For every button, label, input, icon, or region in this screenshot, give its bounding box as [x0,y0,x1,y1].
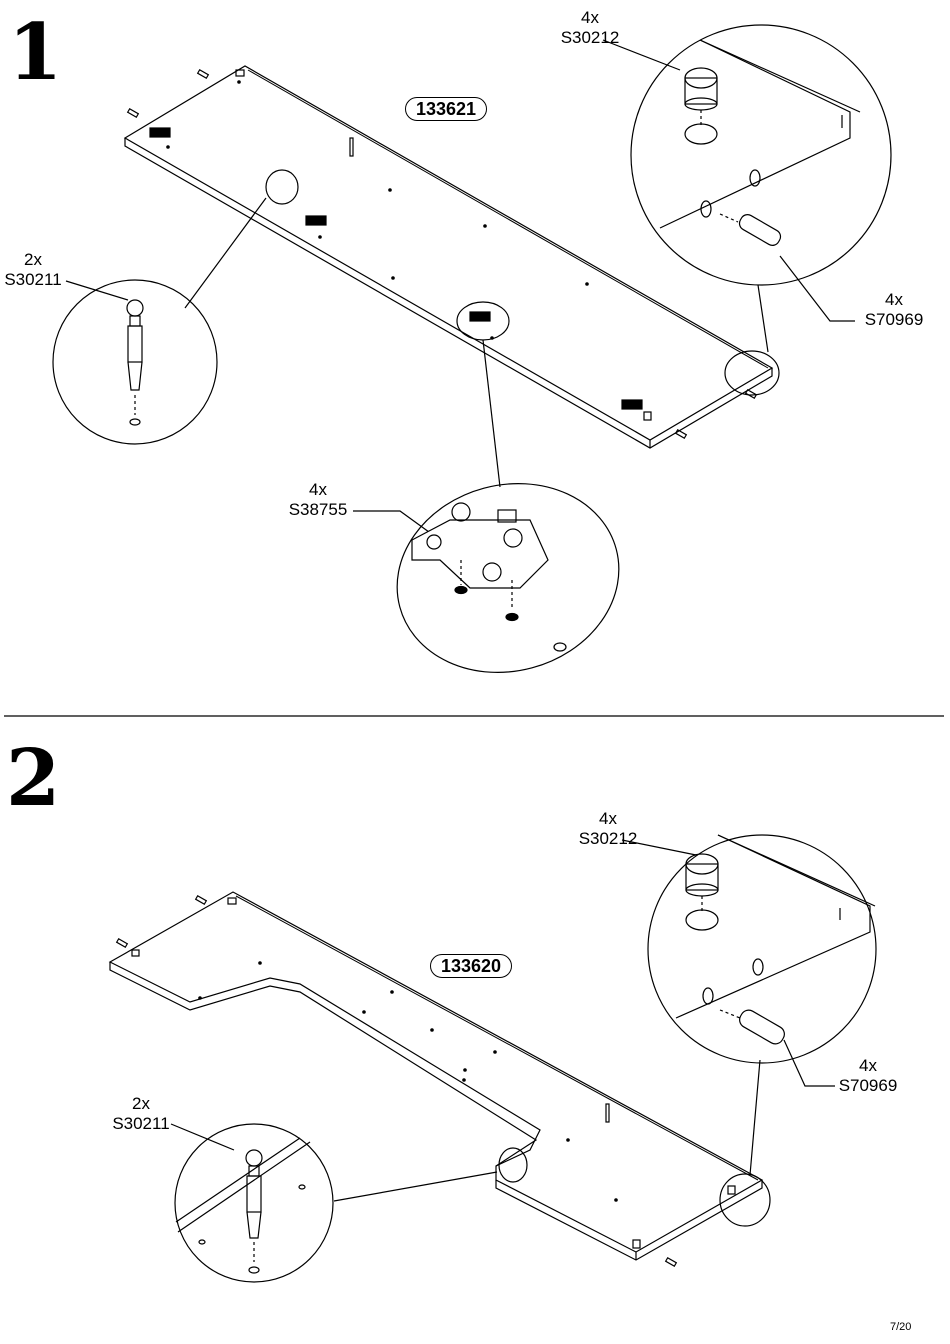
cam-detail-circle-2 [647,834,877,1064]
callout-dowel-1-code: S70969 [864,310,924,329]
callout-dowel-2-qty: 4x [859,1056,877,1075]
callout-cam-1: 4x S30212 [548,8,632,48]
bolt-s30211-2 [175,1137,311,1274]
callout-cam-2: 4x S30212 [566,809,650,849]
cam-s30212-2 [675,834,876,1019]
cam-s30212 [659,39,861,229]
hinge-detail-ellipse [396,483,620,673]
part-id-133621: 133621 [405,97,488,121]
page-number: 7/20 [890,1321,912,1333]
bolt-detail-circle-2 [174,1123,334,1283]
callout-hinge-1: 4x S38755 [278,480,358,520]
callout-cam-1-qty: 4x [581,8,599,27]
dowel-s70969-2 [719,1009,785,1045]
callout-bolt-1: 2x S30211 [0,250,68,290]
callout-dowel-2-code: S70969 [838,1076,898,1095]
board-133620 [108,891,764,1268]
callout-bolt-1-qty: 2x [24,250,42,269]
part-id-133620: 133620 [430,954,513,978]
callout-hinge-1-code: S38755 [288,500,348,519]
callout-hinge-1-qty: 4x [309,480,327,499]
callout-cam-2-qty: 4x [599,809,617,828]
callout-bolt-2: 2x S30211 [104,1094,178,1134]
callout-cam-2-code: S30212 [578,829,638,848]
cam-detail-circle [630,24,892,286]
callout-bolt-2-qty: 2x [132,1094,150,1113]
callout-dowel-1-qty: 4x [885,290,903,309]
callout-bolt-2-code: S30211 [112,1114,170,1133]
callout-cam-1-code: S30212 [560,28,620,47]
bolt-detail-circle [52,279,218,445]
callout-bolt-1-code: S30211 [4,270,62,289]
dowel-s70969 [719,213,782,246]
bolt-s30211 [126,299,144,426]
step-number-2: 2 [6,733,61,824]
hinge-s38755 [411,502,567,652]
step-number-1: 1 [8,7,63,98]
callout-dowel-1: 4x S70969 [852,290,936,330]
callout-dowel-2: 4x S70969 [826,1056,910,1096]
